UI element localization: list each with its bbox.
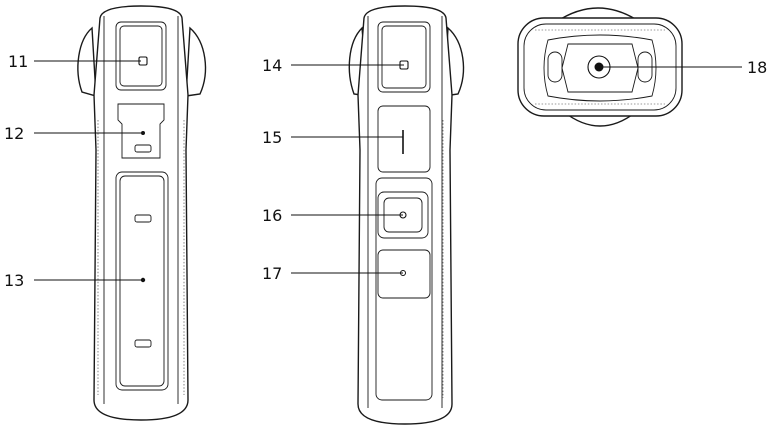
callout-number-14: 14 xyxy=(262,56,282,75)
callout-number-12: 12 xyxy=(4,124,24,143)
side-view: 11 12 13 xyxy=(4,6,205,420)
front-view: 14 15 16 17 xyxy=(262,6,463,424)
callout-number-15: 15 xyxy=(262,128,282,147)
bottom-view: 18 xyxy=(518,8,767,126)
side-lens-left xyxy=(78,28,96,96)
callout-number-13: 13 xyxy=(4,271,24,290)
side-latch-dot xyxy=(141,131,145,135)
callout-number-16: 16 xyxy=(262,206,282,225)
callout-number-17: 17 xyxy=(262,264,282,283)
callout-number-11: 11 xyxy=(8,52,28,71)
side-lens-right xyxy=(186,28,205,96)
callout-number-18: 18 xyxy=(747,58,767,77)
side-body-outline xyxy=(94,6,188,420)
side-battery-door-dot xyxy=(141,278,145,282)
